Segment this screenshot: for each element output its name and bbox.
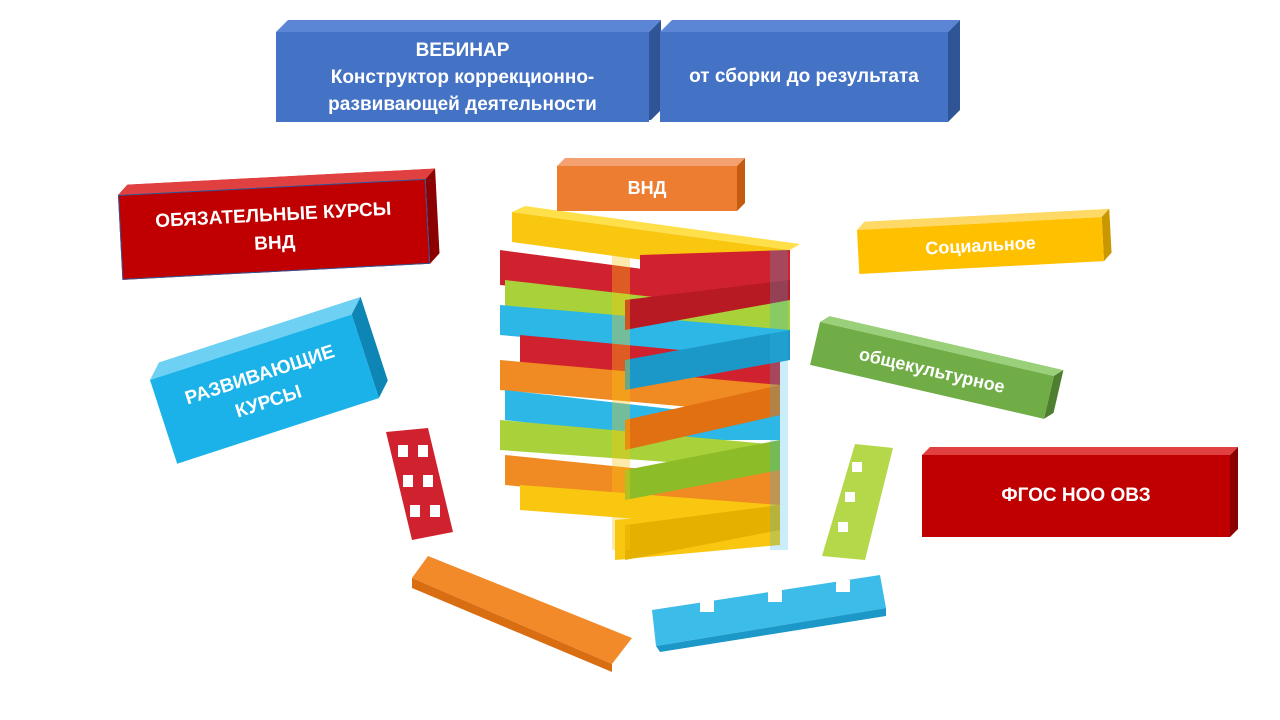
mandatory-courses-block: ОБЯЗАТЕЛЬНЫЕ КУРСЫ ВНД	[118, 168, 440, 280]
general-cultural-block: общекультурное	[810, 316, 1064, 419]
fgos-label: ФГОС НОО ОВЗ	[1001, 485, 1151, 506]
webinar-title-line1: Конструктор коррекционно-	[330, 66, 595, 88]
mandatory-courses-line2: ВНД	[253, 231, 296, 255]
vnd-block: ВНД	[557, 158, 745, 211]
subtitle-block: от сборки до результата	[660, 20, 960, 122]
subtitle-text: от сборки до результата	[689, 66, 919, 87]
vnd-label: ВНД	[627, 178, 667, 198]
cyan-block-piece-icon	[652, 575, 886, 652]
webinar-label: ВЕБИНАР	[415, 39, 510, 61]
fgos-block: ФГОС НОО ОВЗ	[922, 447, 1238, 537]
tower-icon	[500, 206, 800, 560]
green-block-piece-icon	[822, 444, 893, 560]
developing-courses-block: РАЗВИВАЮЩИЕ КУРСЫ	[150, 296, 388, 464]
social-block: Социальное	[857, 208, 1112, 274]
orange-plank-icon	[412, 556, 632, 672]
social-label: Социальное	[924, 232, 1037, 258]
red-block-piece-icon	[386, 428, 453, 540]
webinar-title-line2: развивающей деятельности	[328, 93, 597, 115]
webinar-title-block: ВЕБИНАР Конструктор коррекционно- развив…	[276, 20, 661, 122]
